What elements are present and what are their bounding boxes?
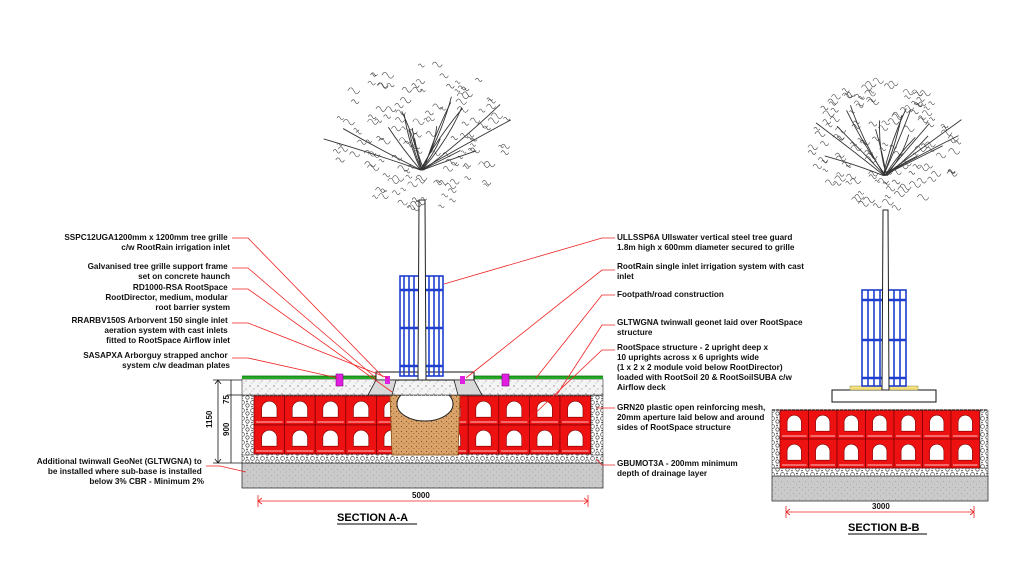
callout-reinforcing-mesh: GRN20 plastic open reinforcing mesh, 20m… (617, 403, 768, 432)
rootspace-module-cell (779, 409, 809, 440)
callout-twinwall-geonet: GLTWGNA twinwall geonet laid over RootSp… (617, 318, 805, 337)
tree-canopy-a (323, 61, 511, 211)
rootspace-module-cell (893, 438, 923, 469)
callout-tree-guard: ULLSSP6A Ullswater vertical steel tree g… (617, 233, 795, 252)
rootspace-module-cell (559, 395, 591, 426)
callout-tree-grille: SSPC12UGA1200mm x 1200mm tree grille c/w… (64, 233, 230, 252)
rootspace-module-cell (865, 409, 895, 440)
callout-footpath: Footpath/road construction (617, 290, 724, 299)
callout-rootspace-structure: RootSpace structure - 2 upright deep x 1… (617, 343, 794, 392)
rootspace-module-cell (284, 424, 316, 455)
tree-trunk-b (881, 209, 890, 391)
rootspace-module-cell (950, 409, 980, 440)
tree-trunk-a (417, 199, 427, 381)
section-b-drawing (771, 77, 989, 502)
rootspace-module-cell (284, 395, 316, 426)
rootspace-module-cell (345, 395, 377, 426)
dim-module-depth: 900 (222, 422, 231, 436)
right-callouts: ULLSSP6A Ullswater vertical steel tree g… (617, 233, 806, 478)
dimensions (213, 379, 975, 518)
rootspace-module-cell (559, 424, 591, 455)
callout-root-director: RD1000-RSA RootSpace RootDirector, mediu… (105, 283, 230, 312)
rootspace-module-cell (922, 438, 952, 469)
section-b-title: SECTION B-B (848, 522, 920, 534)
rootspace-module-cell (922, 409, 952, 440)
rootspace-module-cell (893, 409, 923, 440)
rootspace-module-cell (253, 424, 285, 455)
rootspace-module-cell (314, 395, 347, 426)
irrigation-inlet-left (385, 376, 390, 384)
drainage-layer-b (771, 467, 989, 477)
anchor-left (335, 373, 344, 387)
sub-base-layer (241, 462, 604, 489)
callout-grille-frame: Galvanised tree grille support frame set… (88, 262, 230, 281)
dim-total-height: 1150 (205, 410, 214, 428)
rootspace-module-cell (253, 395, 285, 426)
tree-canopy-b (807, 77, 962, 211)
rootspace-module-cell (808, 438, 838, 469)
footpath-construction (241, 378, 604, 396)
rootspace-module-cell (865, 438, 895, 469)
rootspace-module-cell (836, 409, 866, 440)
tree-grille-b (831, 389, 937, 403)
section-a-drawing (241, 61, 604, 489)
section-a-title: SECTION A-A (337, 512, 408, 524)
rootspace-module-cell (467, 424, 500, 455)
callout-additional-geonet: Additional twinwall GeoNet (GLTWGNA) to … (37, 457, 205, 486)
rootspace-module-cell (498, 424, 530, 455)
callout-arborguy: SASAPXA Arborguy strapped anchor system … (83, 351, 230, 370)
rootspace-module-cell (498, 395, 530, 426)
side-gravel-right (590, 394, 604, 456)
anchor-right (501, 373, 510, 387)
left-callouts: SSPC12UGA1200mm x 1200mm tree grille c/w… (37, 233, 231, 486)
sub-base-layer-b (771, 475, 989, 502)
dim-upper-depth: 75 (222, 395, 231, 404)
rootspace-module-cell (529, 395, 561, 426)
callout-arborvent: RRARBV150S Arborvent 150 single inlet ae… (72, 316, 231, 345)
dim-section-a-width: 5000 (412, 491, 430, 500)
irrigation-inlet-right (460, 376, 465, 384)
rootspace-module-cell (808, 409, 838, 440)
side-gravel-left (241, 394, 255, 456)
rootspace-module-cell (836, 438, 866, 469)
dim-section-b-width: 3000 (872, 502, 890, 511)
callout-rootrain: RootRain single inlet irrigation system … (617, 262, 806, 281)
rootspace-module-cell (529, 424, 561, 455)
rootspace-module-cell (950, 438, 980, 469)
rootspace-modules-b (779, 409, 980, 469)
rootspace-module-cell (314, 424, 347, 455)
leader-lines (206, 237, 615, 473)
rootspace-module-cell (345, 424, 377, 455)
callout-drainage-layer: GBUMOT3A - 200mm minimum depth of draina… (617, 459, 740, 478)
rootspace-module-cell (779, 438, 809, 469)
rootspace-module-cell (467, 395, 500, 426)
